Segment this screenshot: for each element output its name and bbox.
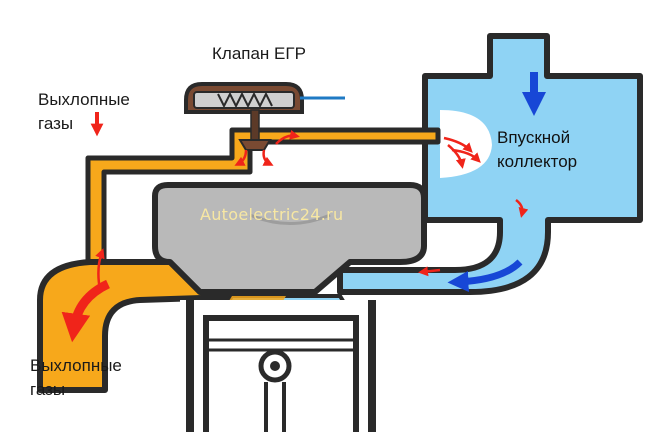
exhaust-outflow-arrow: [61, 279, 111, 343]
egr-valve: [184, 82, 345, 151]
cylinder: [180, 300, 380, 432]
mix-arrows: [418, 136, 529, 277]
valve-spring-icon: [217, 91, 273, 109]
piston-pin-icon: [258, 349, 292, 383]
watermark: Autoelectric24.ru: [200, 205, 344, 224]
label-intake-1: Впускной: [497, 128, 571, 147]
label-exhaust-bottom-1: Выхлопные: [30, 356, 122, 375]
label-exhaust-top-2: газы: [38, 114, 74, 133]
label-egr-valve: Клапан ЕГР: [212, 44, 306, 63]
egr-passage: [85, 127, 441, 393]
label-intake-2: коллектор: [497, 152, 578, 171]
label-exhaust-top-1: Выхлопные: [38, 90, 130, 109]
label-exhaust-bottom-2: газы: [30, 380, 66, 399]
flow-arrow-icon: [447, 72, 546, 293]
cylinder-head: [152, 182, 427, 295]
